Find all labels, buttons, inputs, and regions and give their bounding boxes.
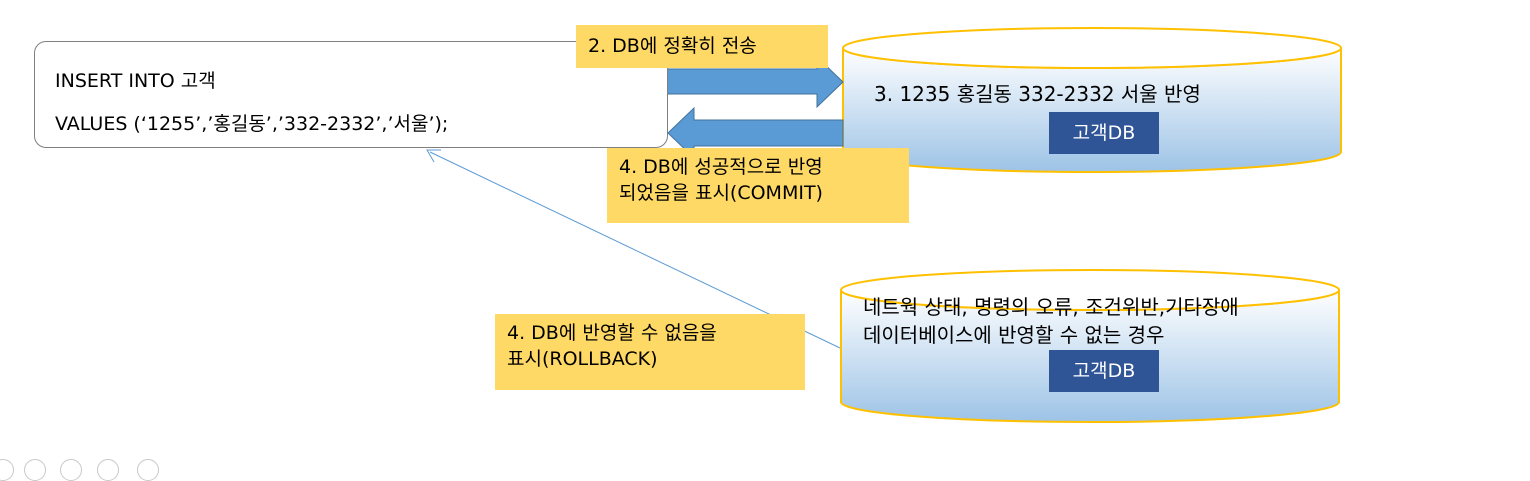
rollback-note-line2: 표시(ROLLBACK) bbox=[507, 348, 658, 370]
database-cylinder-commit bbox=[842, 27, 1342, 173]
more-icon[interactable] bbox=[137, 459, 159, 481]
db-failure-line1: 네트웍 상태, 명령의 오류, 조건위반,기타장애 bbox=[863, 295, 1239, 319]
send-note-text: 2. DB에 정확히 전송 bbox=[588, 35, 757, 57]
db-failure-line2: 데이터베이스에 반영할 수 없는 경우 bbox=[863, 323, 1165, 347]
sql-values-line: VALUES (‘1255’,’홍길동’,’332-2332’,’서울’); bbox=[55, 113, 449, 135]
rollback-connector-arrowhead bbox=[426, 149, 441, 163]
rollback-note-line1: 4. DB에 반영할 수 없음을 bbox=[507, 322, 717, 344]
sql-insert-line: INSERT INTO 고객 bbox=[55, 70, 216, 92]
commit-note: 4. DB에 성공적으로 반영 되었음을 표시(COMMIT) bbox=[607, 148, 909, 223]
commit-note-line1: 4. DB에 성공적으로 반영 bbox=[619, 156, 823, 178]
commit-note-line2: 되었음을 표시(COMMIT) bbox=[619, 182, 823, 204]
commit-arrow bbox=[667, 106, 844, 160]
sql-statement-box: INSERT INTO 고객 VALUES (‘1255’,’홍길동’,’332… bbox=[34, 41, 668, 148]
slides-icon[interactable] bbox=[24, 459, 46, 481]
db-label-commit: 고객DB bbox=[1049, 112, 1159, 154]
db-label-rollback: 고객DB bbox=[1049, 350, 1159, 392]
video-icon[interactable] bbox=[97, 459, 119, 481]
rollback-note: 4. DB에 반영할 수 없음을 표시(ROLLBACK) bbox=[495, 314, 805, 390]
db-record-text: 3. 1235 홍길동 332-2332 서울 반영 bbox=[874, 82, 1201, 106]
zoom-icon[interactable] bbox=[60, 459, 82, 481]
send-note: 2. DB에 정확히 전송 bbox=[576, 25, 828, 68]
